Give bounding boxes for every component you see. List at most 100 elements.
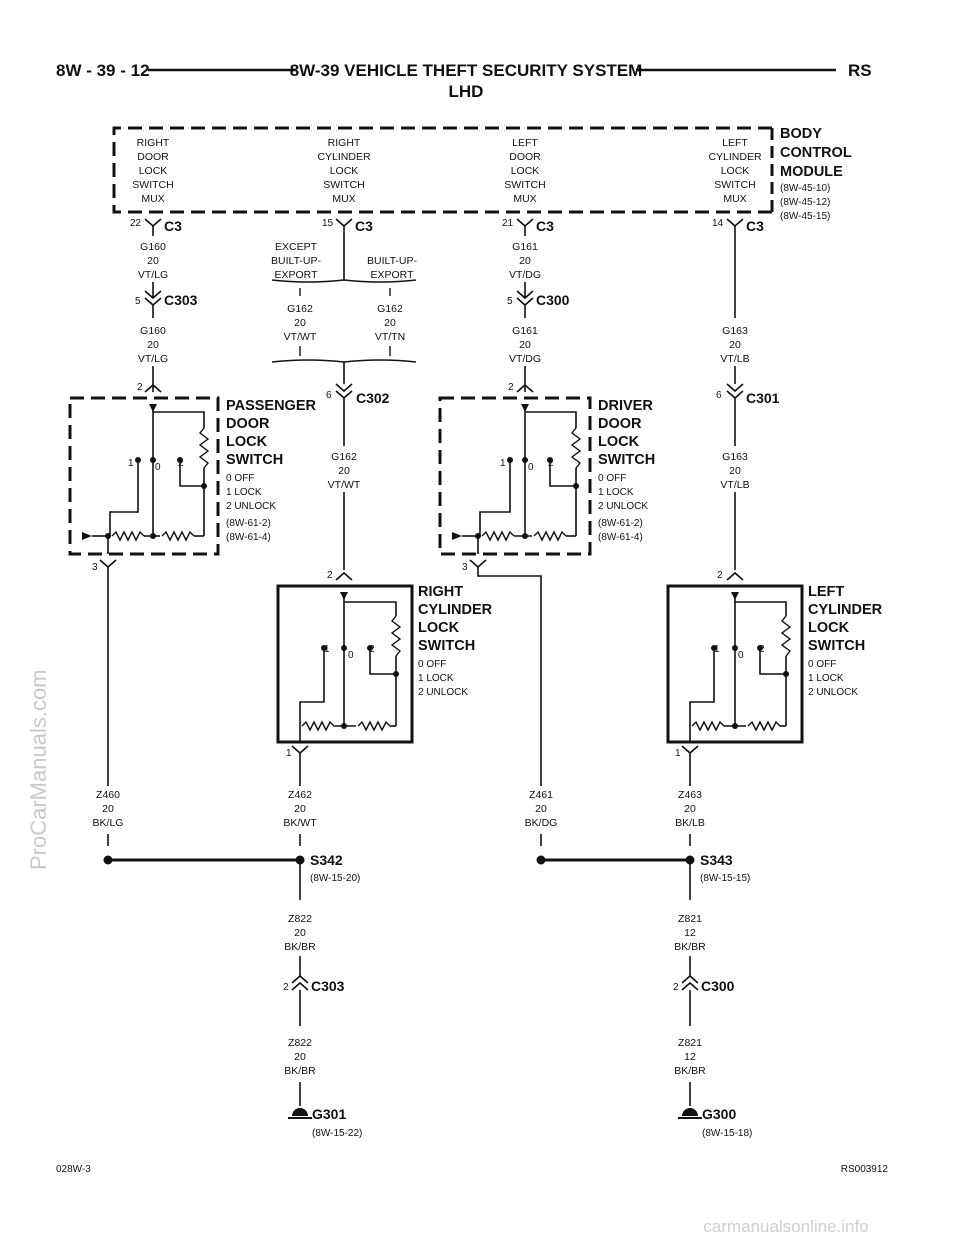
svg-text:CONTROL: CONTROL	[780, 145, 852, 161]
svg-text:LEFT: LEFT	[722, 137, 748, 149]
svg-text:LOCK: LOCK	[418, 620, 460, 636]
svg-text:VT/LB: VT/LB	[720, 353, 749, 365]
bcm-input-right-cylinder: RIGHT CYLINDER LOCK SWITCH MUX	[317, 137, 371, 205]
wire-z821-lower: Z821 12 BK/BR	[674, 1037, 706, 1077]
svg-text:LOCK: LOCK	[226, 434, 268, 450]
right-cylinder-switch-label: RIGHT CYLINDER LOCK SWITCH 0 OFF 1 LOCK …	[418, 584, 493, 698]
wire-z821-upper: Z821 12 BK/BR	[674, 913, 706, 953]
svg-text:0 OFF: 0 OFF	[808, 659, 836, 670]
page-title-sub: LHD	[449, 82, 484, 101]
svg-text:2: 2	[178, 458, 184, 469]
svg-text:G162: G162	[377, 303, 403, 315]
svg-text:BK/BR: BK/BR	[674, 1065, 706, 1077]
wire-g163-lower: G163 20 VT/LB	[720, 451, 749, 491]
svg-text:5: 5	[135, 296, 141, 307]
wire-z822-upper: Z822 20 BK/BR	[284, 913, 316, 953]
svg-text:MUX: MUX	[723, 193, 746, 205]
wire-g161-lower: G161 20 VT/DG	[509, 325, 541, 365]
svg-text:BK/DG: BK/DG	[525, 817, 558, 829]
svg-text:Z462: Z462	[288, 789, 312, 801]
svg-text:CYLINDER: CYLINDER	[708, 151, 762, 163]
svg-text:20: 20	[147, 255, 159, 267]
svg-text:(8W-15-18): (8W-15-18)	[702, 1128, 752, 1139]
svg-text:BK/LG: BK/LG	[93, 817, 124, 829]
svg-text:G300: G300	[702, 1106, 736, 1122]
svg-text:RIGHT: RIGHT	[328, 137, 361, 149]
svg-text:(8W-15-15): (8W-15-15)	[700, 873, 750, 884]
svg-text:3: 3	[462, 562, 468, 573]
wire-z822-lower: Z822 20 BK/BR	[284, 1037, 316, 1077]
svg-text:(8W-45-10): (8W-45-10)	[780, 183, 830, 194]
option-builtup-export: BUILT-UP- EXPORT	[367, 255, 417, 281]
bcm-input-left-door: LEFT DOOR LOCK SWITCH MUX	[504, 137, 545, 205]
svg-text:LOCK: LOCK	[139, 165, 168, 177]
svg-text:12: 12	[684, 1051, 696, 1063]
svg-text:CYLINDER: CYLINDER	[808, 602, 883, 618]
svg-text:21: 21	[502, 218, 514, 229]
svg-text:C3: C3	[746, 218, 764, 234]
svg-text:1: 1	[128, 458, 134, 469]
svg-text:C302: C302	[356, 390, 390, 406]
svg-text:20: 20	[338, 465, 350, 477]
svg-text:(8W-15-20): (8W-15-20)	[310, 873, 360, 884]
svg-text:C300: C300	[536, 292, 570, 308]
connector-c302: 6 C302	[326, 383, 390, 406]
svg-text:CYLINDER: CYLINDER	[317, 151, 371, 163]
footer-drawing-id: RS003912	[841, 1164, 889, 1175]
svg-text:RIGHT: RIGHT	[137, 137, 170, 149]
svg-text:BK/BR: BK/BR	[284, 941, 316, 953]
wire-g162-vt-tn: G162 20 VT/TN	[375, 303, 405, 343]
svg-text:BK/WT: BK/WT	[283, 817, 317, 829]
svg-text:C303: C303	[164, 292, 198, 308]
svg-text:VT/LG: VT/LG	[138, 353, 168, 365]
c3-pin-22: 22 C3	[130, 218, 182, 236]
wire-z460: Z460 20 BK/LG	[93, 789, 124, 829]
ground-g301: G301 (8W-15-22)	[288, 1106, 362, 1139]
connector-c303-top: 5 C303	[135, 290, 198, 308]
svg-text:RIGHT: RIGHT	[418, 584, 463, 600]
svg-text:SWITCH: SWITCH	[323, 179, 364, 191]
svg-text:0 OFF: 0 OFF	[226, 473, 254, 484]
svg-text:SWITCH: SWITCH	[226, 452, 283, 468]
svg-text:6: 6	[326, 390, 332, 401]
svg-text:VT/DG: VT/DG	[509, 269, 541, 281]
svg-text:G301: G301	[312, 1106, 346, 1122]
svg-text:MUX: MUX	[141, 193, 164, 205]
right-cylinder-lock-switch: 2 1 0 2 1	[276, 570, 414, 759]
bcm-box	[112, 126, 772, 214]
svg-text:0 OFF: 0 OFF	[418, 659, 446, 670]
svg-text:1: 1	[324, 644, 330, 655]
svg-text:2 UNLOCK: 2 UNLOCK	[418, 687, 468, 698]
wire-z461: Z461 20 BK/DG	[525, 789, 558, 829]
svg-text:1 LOCK: 1 LOCK	[598, 487, 634, 498]
svg-text:20: 20	[147, 339, 159, 351]
svg-text:PASSENGER: PASSENGER	[226, 398, 317, 414]
svg-text:14: 14	[712, 218, 724, 229]
bcm-input-left-cylinder: LEFT CYLINDER LOCK SWITCH MUX	[708, 137, 762, 205]
svg-text:2: 2	[673, 982, 679, 993]
svg-text:G160: G160	[140, 241, 166, 253]
page-title: 8W-39 VEHICLE THEFT SECURITY SYSTEM	[290, 61, 643, 80]
svg-text:BUILT-UP-: BUILT-UP-	[367, 255, 417, 267]
wire-g162-vt-wt: G162 20 VT/WT	[284, 303, 317, 343]
svg-text:VT/LG: VT/LG	[138, 269, 168, 281]
footer-figure-code: 028W-3	[56, 1164, 91, 1175]
wire-g162-lower: G162 20 VT/WT	[328, 451, 361, 491]
svg-text:G163: G163	[722, 451, 748, 463]
svg-text:SWITCH: SWITCH	[598, 452, 655, 468]
svg-text:BUILT-UP-: BUILT-UP-	[271, 255, 321, 267]
svg-text:2: 2	[283, 982, 289, 993]
svg-text:SWITCH: SWITCH	[808, 638, 865, 654]
svg-text:EXPORT: EXPORT	[371, 269, 415, 281]
svg-text:SWITCH: SWITCH	[714, 179, 755, 191]
bcm-input-right-door: RIGHT DOOR LOCK SWITCH MUX	[132, 137, 173, 205]
bottom-watermark: carmanualsonline.info	[703, 1217, 868, 1236]
svg-text:22: 22	[130, 218, 142, 229]
svg-text:Z821: Z821	[678, 1037, 702, 1049]
svg-text:1: 1	[500, 458, 506, 469]
option-except-export: EXCEPT BUILT-UP- EXPORT	[271, 241, 321, 281]
svg-text:G161: G161	[512, 325, 538, 337]
svg-text:DOOR: DOOR	[509, 151, 541, 163]
svg-text:G162: G162	[287, 303, 313, 315]
svg-text:0: 0	[348, 650, 354, 661]
